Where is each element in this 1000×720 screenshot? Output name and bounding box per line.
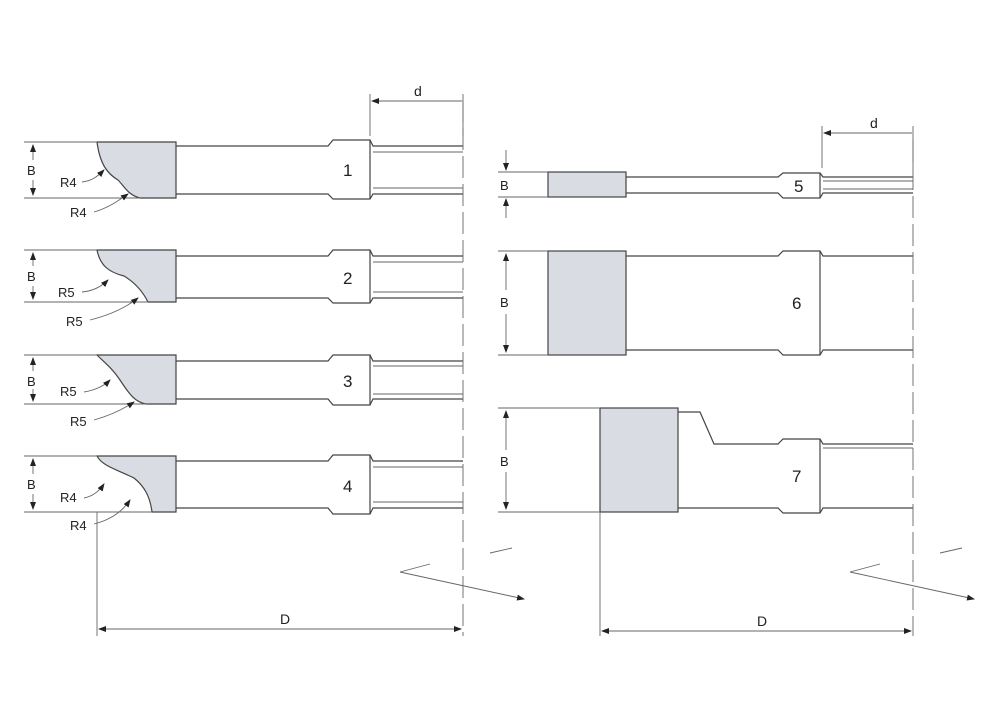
cutter-7 — [599, 407, 679, 513]
dim-b-3: B — [27, 374, 36, 389]
profile-label-5: 5 — [794, 177, 803, 196]
dim-D-right: D — [599, 140, 914, 636]
dim-b-2: B — [27, 269, 36, 284]
profile-7: 7 B — [498, 407, 913, 514]
rotation-arrow-left — [399, 547, 525, 601]
cutter-6 — [547, 250, 627, 356]
profile-label-4: 4 — [343, 477, 352, 496]
dim-b-1: B — [27, 163, 36, 178]
profile-6: 6 B — [498, 250, 913, 356]
cutter-1 — [96, 141, 177, 199]
profile-label-2: 2 — [343, 269, 352, 288]
dim-b-5: B — [500, 178, 509, 193]
profile-2: 2 B R5 R5 — [24, 249, 463, 329]
dim-d-left: d — [369, 83, 464, 136]
dim-d-left-label: d — [414, 83, 422, 99]
profile-label-3: 3 — [343, 372, 352, 391]
dim-D-left: D — [96, 100, 464, 636]
radius-label-2b: R5 — [66, 314, 83, 329]
dim-d-right-label: d — [870, 115, 878, 131]
radius-label-3a: R5 — [60, 384, 77, 399]
dim-d-right: d — [821, 115, 914, 168]
profile-label-1: 1 — [343, 161, 352, 180]
radius-label-4a: R4 — [60, 490, 77, 505]
profile-label-6: 6 — [792, 294, 801, 313]
profile-label-7: 7 — [792, 467, 801, 486]
profile-5: 5 B — [498, 150, 913, 218]
profile-4: 4 B R4 R4 — [24, 454, 463, 533]
dim-D-right-label: D — [757, 613, 767, 629]
dim-b-4: B — [27, 477, 36, 492]
radius-label-3b: R5 — [70, 414, 87, 429]
cutter-4 — [96, 455, 177, 513]
radius-label-2a: R5 — [58, 285, 75, 300]
profile-3: 3 B R5 R5 — [24, 354, 463, 429]
dim-D-left-label: D — [280, 611, 290, 627]
cutter-2 — [96, 249, 177, 303]
rotation-arrow-right — [849, 547, 975, 601]
radius-label-1b: R4 — [70, 205, 87, 220]
radius-label-4b: R4 — [70, 518, 87, 533]
cutter-3 — [95, 354, 177, 405]
dim-b-7: B — [500, 454, 509, 469]
profile-1: 1 B R4 R4 — [24, 139, 463, 220]
cutter-5 — [547, 171, 627, 198]
radius-label-1a: R4 — [60, 175, 77, 190]
dim-b-6: B — [500, 295, 509, 310]
